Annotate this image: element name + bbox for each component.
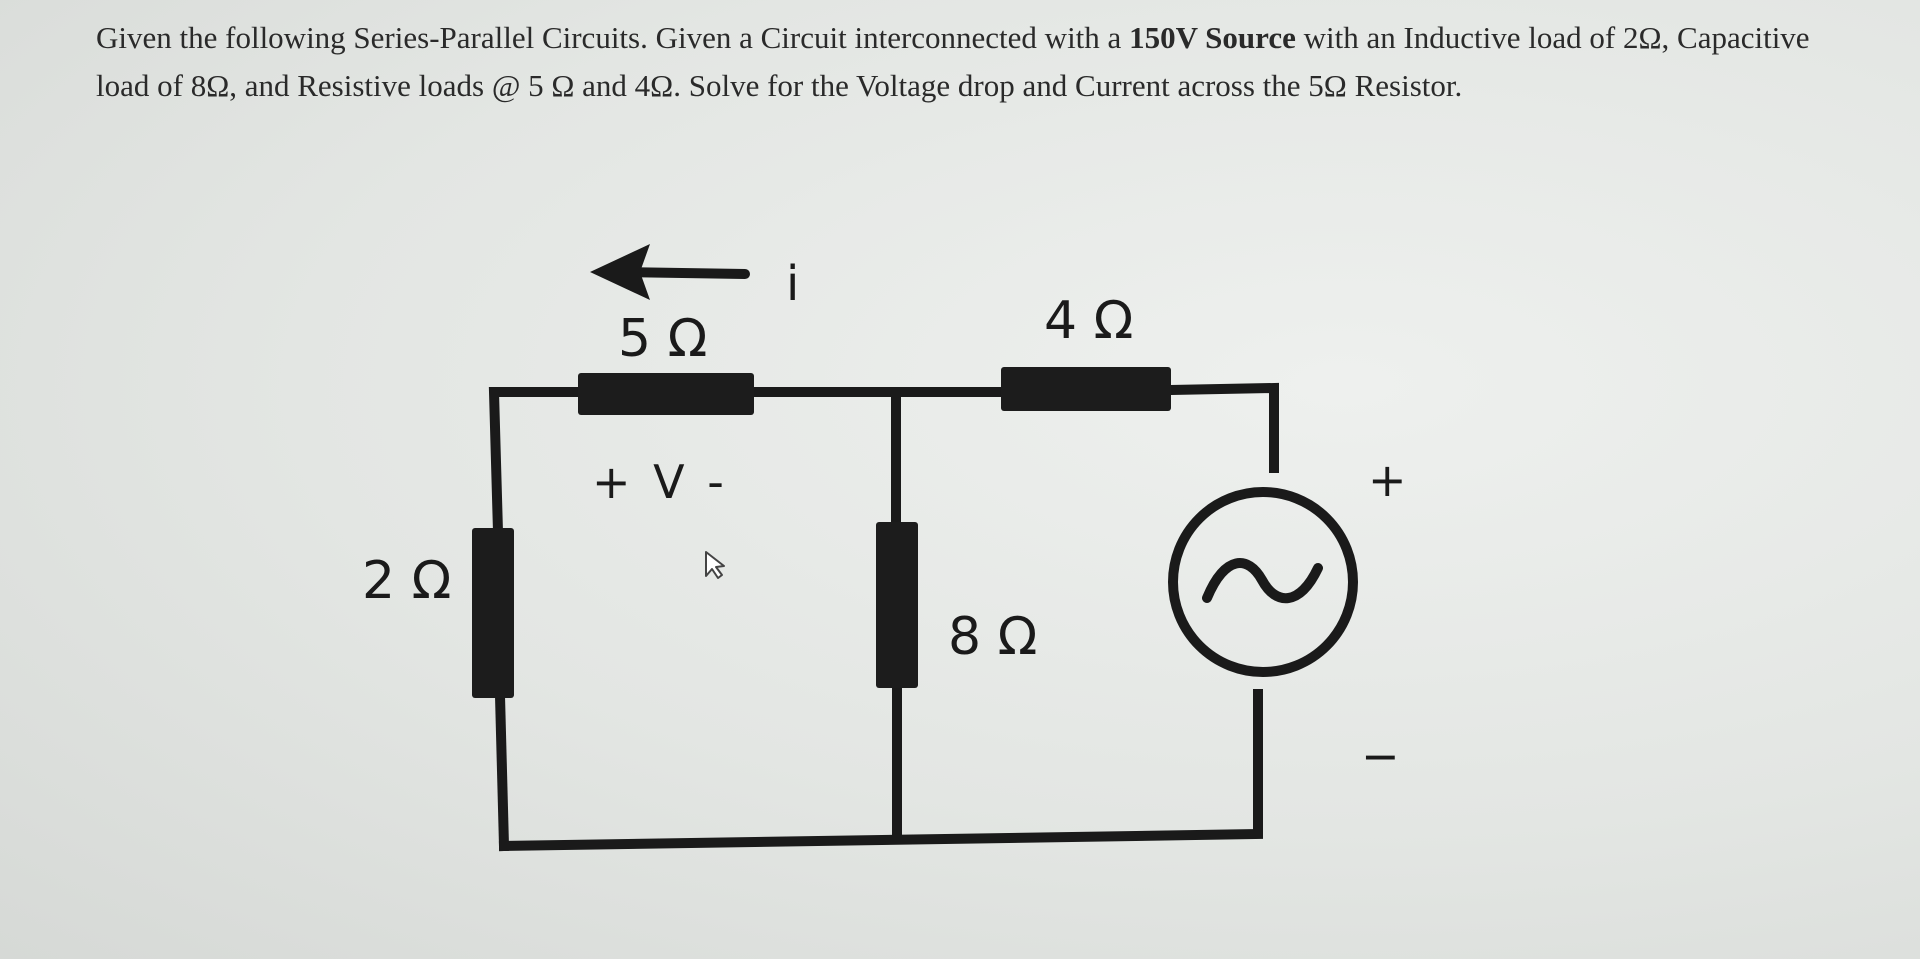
sine-wave-icon [1202,558,1323,603]
label-voltage-polarity: + V - [592,455,724,509]
mouse-cursor-icon [705,551,725,579]
wire-bottom [498,689,1263,852]
ac-source [1168,487,1358,677]
label-8-ohm: 8 Ω [948,607,1037,667]
source-emphasis: 150V Source [1129,20,1296,55]
question-part-1: Given the following Series-Parallel Circ… [96,20,1130,55]
label-2-ohm: 2 Ω [362,551,451,611]
question-part-2: with an Inductive load of 2Ω, Capacitive… [96,20,1810,103]
resistors [472,367,1171,698]
label-current: i [786,256,799,312]
question-text: Given the following Series-Parallel Circ… [96,14,1836,110]
label-4-ohm: 4 Ω [1044,291,1133,351]
resistor-8-ohm [876,522,918,688]
label-5-ohm: 5 Ω [618,309,707,369]
resistor-4-ohm [1001,367,1171,411]
circuit-wires [488,382,1279,852]
current-arrow-icon [590,244,750,300]
wire-top-right [1164,382,1279,473]
wire-left-bottom [494,690,510,852]
wire-top-left [488,387,585,538]
label-source-minus: − [1361,729,1400,783]
resistor-5-ohm [578,373,754,415]
source-circle-icon [1168,487,1358,677]
resistor-2-ohm [472,528,514,698]
label-source-plus: + [1368,453,1407,507]
